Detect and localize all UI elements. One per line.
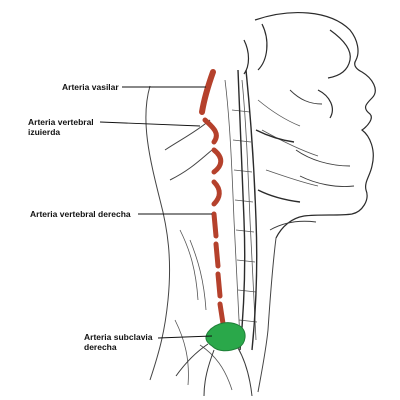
label-left-vertebral-line1: Arteria vertebral [28,117,94,127]
label-left-vertebral-line2: izuierda [28,127,61,137]
cervical-spine-shading [174,79,319,391]
subclavian-artery [205,322,246,352]
head-outline [243,12,376,239]
lower-branches [175,343,253,397]
leader-lines [99,86,213,339]
label-subclavian-line2: derecha [84,342,117,352]
label-left-vertebral-artery: Arteria vertebral izuierda [28,117,94,137]
label-right-vertebral-text: Arteria vertebral derecha [30,209,131,219]
label-subclavian-artery: Arteria subclavia derecha [84,332,153,352]
label-subclavian-line1: Arteria subclavia [84,332,153,342]
label-basilar-artery: Arteria vasilar [62,82,119,92]
leader-line-left-vertebral [99,121,201,127]
vertebral-artery [199,69,227,333]
label-right-vertebral-artery: Arteria vertebral derecha [30,209,131,219]
facial-structures [269,89,355,231]
carotid-vessels [237,69,301,351]
label-basilar-text: Arteria vasilar [62,82,119,92]
leader-line-subclavian [157,335,213,339]
